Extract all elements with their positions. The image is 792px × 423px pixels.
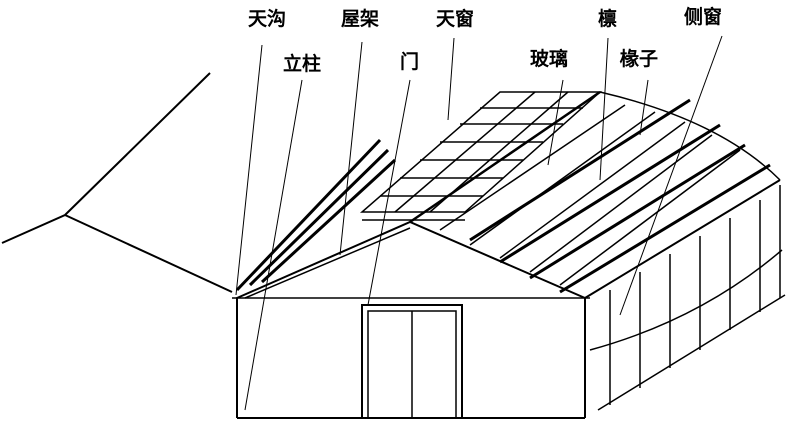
skylight xyxy=(359,91,602,221)
label-skylight: 天窗 xyxy=(436,8,475,30)
label-purlin: 檩 xyxy=(598,8,618,30)
label-column: 立柱 xyxy=(283,53,322,75)
left-roof-trusses xyxy=(235,138,397,292)
label-door: 门 xyxy=(400,51,420,73)
adjacent-roof xyxy=(1,72,233,293)
door xyxy=(361,304,463,419)
rafters xyxy=(439,104,741,286)
right-roof xyxy=(409,90,781,299)
purlins xyxy=(469,98,771,294)
label-gutter: 天沟 xyxy=(248,8,287,30)
label-glass: 玻璃 xyxy=(530,48,569,70)
side-wall xyxy=(589,185,786,411)
label-truss: 屋架 xyxy=(341,8,380,30)
leader-lines xyxy=(235,35,723,411)
label-rafter: 椽子 xyxy=(620,48,659,70)
label-side-window: 侧窗 xyxy=(684,6,723,28)
